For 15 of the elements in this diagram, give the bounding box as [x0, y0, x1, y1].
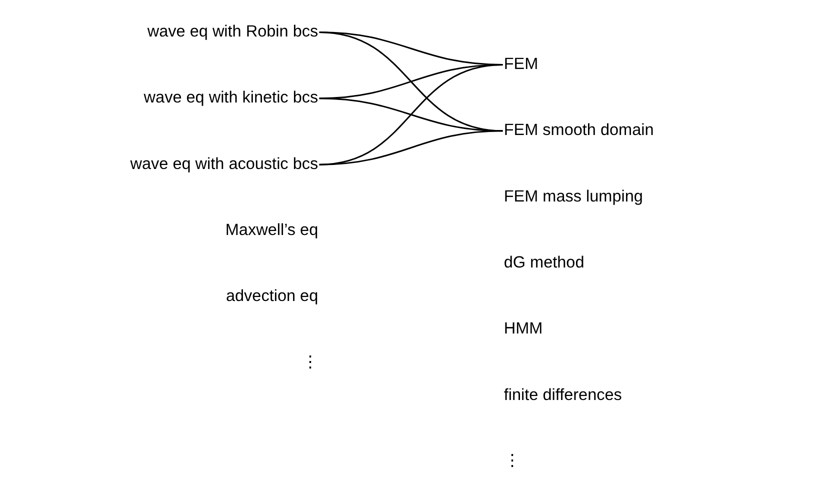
node-text: wave eq with kinetic bcs	[143, 88, 318, 106]
node-text: ⋮	[302, 352, 318, 371]
node-text: FEM	[503, 54, 538, 73]
node-text: FEM smooth domain	[503, 120, 654, 139]
node-text: Maxwell’s eq	[224, 220, 318, 239]
node-text: finite differences	[503, 385, 622, 404]
node-text: wave eq with acoustic bcs	[130, 154, 318, 172]
node-text: FEM mass lumping	[503, 186, 642, 205]
node-text: wave eq with Robin bcs	[146, 22, 318, 40]
node-text: HMM	[503, 319, 542, 338]
node-text: ⋮	[503, 452, 520, 470]
node-text: advection eq	[225, 286, 318, 305]
node-text: dG method	[503, 253, 584, 272]
connector	[318, 130, 502, 165]
connector	[318, 63, 502, 165]
